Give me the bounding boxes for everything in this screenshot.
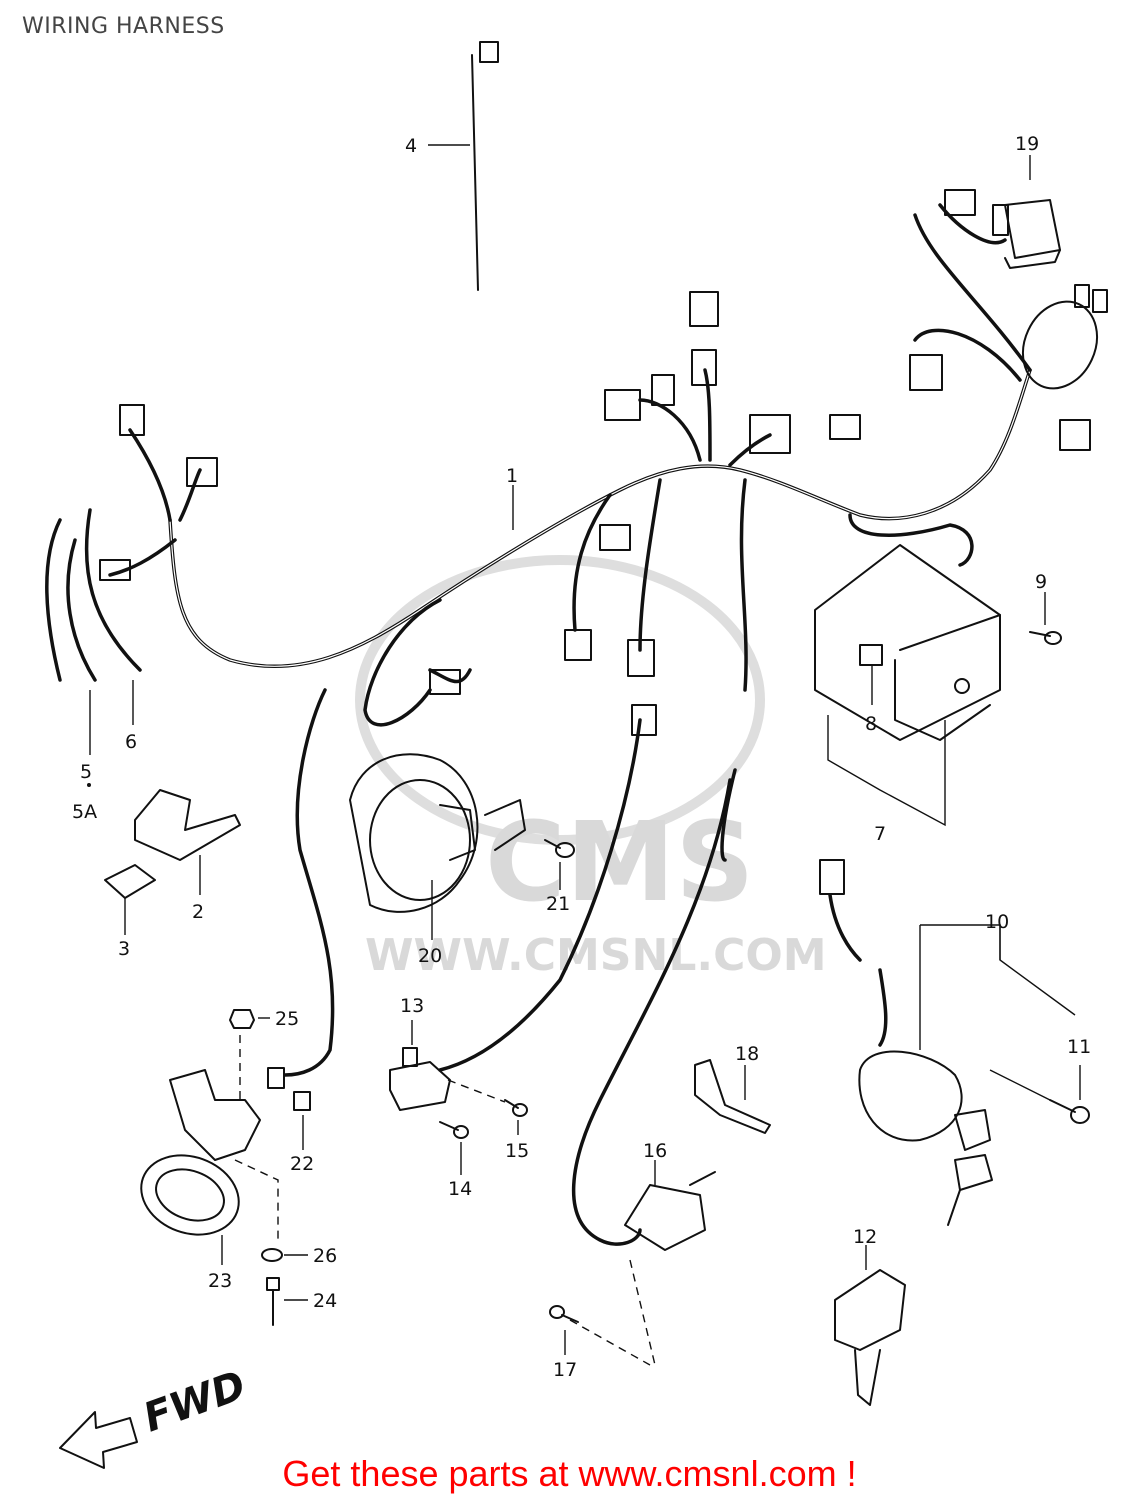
callout-19: 19 <box>1015 133 1039 155</box>
callout-5a: 5A <box>72 801 97 823</box>
harness-connectors <box>99 189 1091 895</box>
callout-20: 20 <box>418 945 442 967</box>
callout-26: 26 <box>313 1245 337 1267</box>
fwd-label: FWD <box>138 1362 252 1441</box>
callout-2: 2 <box>192 901 204 923</box>
callout-17: 17 <box>553 1359 577 1381</box>
key <box>834 1245 906 1406</box>
igniter-unit <box>814 544 1001 827</box>
bolt-24 <box>266 1277 308 1326</box>
nut-25 <box>229 1009 270 1105</box>
horn <box>349 753 526 940</box>
wire-clamp <box>694 1059 771 1134</box>
neutral-switch <box>569 1160 716 1366</box>
callout-10: 10 <box>985 911 1009 933</box>
callout-11: 11 <box>1067 1036 1091 1058</box>
screw-21 <box>544 839 575 890</box>
callout-3: 3 <box>118 938 130 960</box>
relay <box>992 199 1061 269</box>
callout-5: 5 <box>80 761 92 783</box>
callout-23: 23 <box>208 1270 232 1292</box>
bracket <box>134 789 241 895</box>
callout-13: 13 <box>400 995 424 1017</box>
callouts: 1 2 3 4 5 5A 6 7 8 9 10 11 12 13 14 15 1… <box>72 133 1091 1381</box>
callout-22: 22 <box>290 1153 314 1175</box>
watermark: CMS WWW.CMSNL.COM <box>355 555 827 981</box>
callout-7: 7 <box>874 823 886 845</box>
screw-9 <box>1029 592 1062 645</box>
callout-4: 4 <box>405 135 417 157</box>
ignition-switch <box>828 893 1076 1226</box>
callout-15: 15 <box>505 1140 529 1162</box>
callout-14: 14 <box>448 1178 472 1200</box>
callout-16: 16 <box>643 1140 667 1162</box>
screw-14 <box>439 1121 469 1175</box>
cable-tie <box>471 41 499 291</box>
callout-18: 18 <box>735 1043 759 1065</box>
horn-2 <box>140 1069 261 1265</box>
rubber-pad <box>104 864 156 935</box>
watermark-url: WWW.CMSNL.COM <box>365 930 827 981</box>
screw-11 <box>989 1065 1090 1124</box>
footer-link[interactable]: Get these parts at www.cmsnl.com ! <box>282 1453 857 1494</box>
main-wiring-harness <box>45 203 1032 1246</box>
starter-relay <box>1022 284 1108 390</box>
brake-switch <box>389 1020 451 1111</box>
callout-1: 1 <box>506 465 518 487</box>
callout-9: 9 <box>1035 571 1047 593</box>
callout-24: 24 <box>313 1290 337 1312</box>
callout-21: 21 <box>546 893 570 915</box>
callout-leaders <box>87 144 1031 787</box>
page-title: WIRING HARNESS <box>22 14 225 39</box>
callout-12: 12 <box>853 1226 877 1248</box>
washer-26 <box>234 1159 308 1262</box>
callout-6: 6 <box>125 731 137 753</box>
igniter-connector <box>859 644 883 705</box>
callout-8: 8 <box>865 713 877 735</box>
screw-17 <box>549 1305 579 1355</box>
connector-22 <box>267 1067 311 1150</box>
callout-25: 25 <box>275 1008 299 1030</box>
screw-15 <box>447 1079 528 1135</box>
